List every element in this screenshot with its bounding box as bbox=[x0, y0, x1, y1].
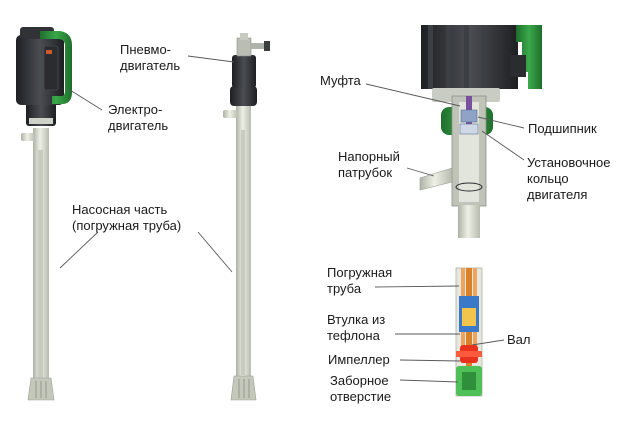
pneumatic-pump-collar bbox=[230, 86, 257, 106]
label-pressure-nozzle: Напорный патрубок bbox=[338, 149, 400, 181]
label-shaft: Вал bbox=[507, 332, 531, 348]
leader-nozzle bbox=[407, 168, 434, 176]
leader-electro bbox=[70, 90, 102, 110]
detail-coupling-part bbox=[461, 110, 477, 122]
leader-pump-left bbox=[60, 232, 98, 268]
label-pump-part: Насосная часть (погружная труба) bbox=[72, 202, 181, 234]
detail-pressure-nozzle bbox=[420, 168, 452, 190]
pneumatic-pump-outlet bbox=[223, 110, 238, 118]
electric-pump-outlet bbox=[21, 133, 35, 141]
electric-pump-tube-inner bbox=[38, 150, 43, 380]
label-bearing: Подшипник bbox=[528, 121, 597, 137]
electric-pump bbox=[16, 27, 72, 400]
pneumatic-pump bbox=[223, 33, 270, 400]
leader-intake bbox=[400, 380, 458, 382]
leader-impeller bbox=[400, 360, 460, 361]
pneumatic-pump-foot bbox=[231, 376, 256, 400]
leader-pump-mid bbox=[198, 232, 232, 272]
detail-coupling-section bbox=[420, 25, 542, 238]
detail-tube-section bbox=[456, 268, 482, 396]
detail-motor-body bbox=[421, 25, 518, 89]
detail-lower-tube bbox=[458, 205, 480, 238]
label-intake-hole: Заборное отверстие bbox=[330, 373, 391, 405]
label-impeller: Импеллер bbox=[328, 352, 390, 368]
label-pneumo-motor: Пневмо- двигатель bbox=[120, 42, 180, 74]
detail-bearing-part bbox=[460, 124, 478, 134]
label-teflon-bushing: Втулка из тефлона bbox=[327, 312, 385, 344]
pneumatic-motor-body bbox=[232, 55, 256, 88]
leader-pneumo bbox=[188, 56, 234, 62]
pneumatic-motor-fitting bbox=[237, 38, 251, 56]
label-electro-motor: Электро- двигатель bbox=[108, 102, 168, 134]
label-motor-ring: Установочное кольцо двигателя bbox=[527, 155, 610, 203]
label-coupling: Муфта bbox=[320, 73, 361, 89]
label-immersion-tube: Погружная труба bbox=[327, 265, 392, 297]
leader-ring bbox=[482, 131, 524, 160]
